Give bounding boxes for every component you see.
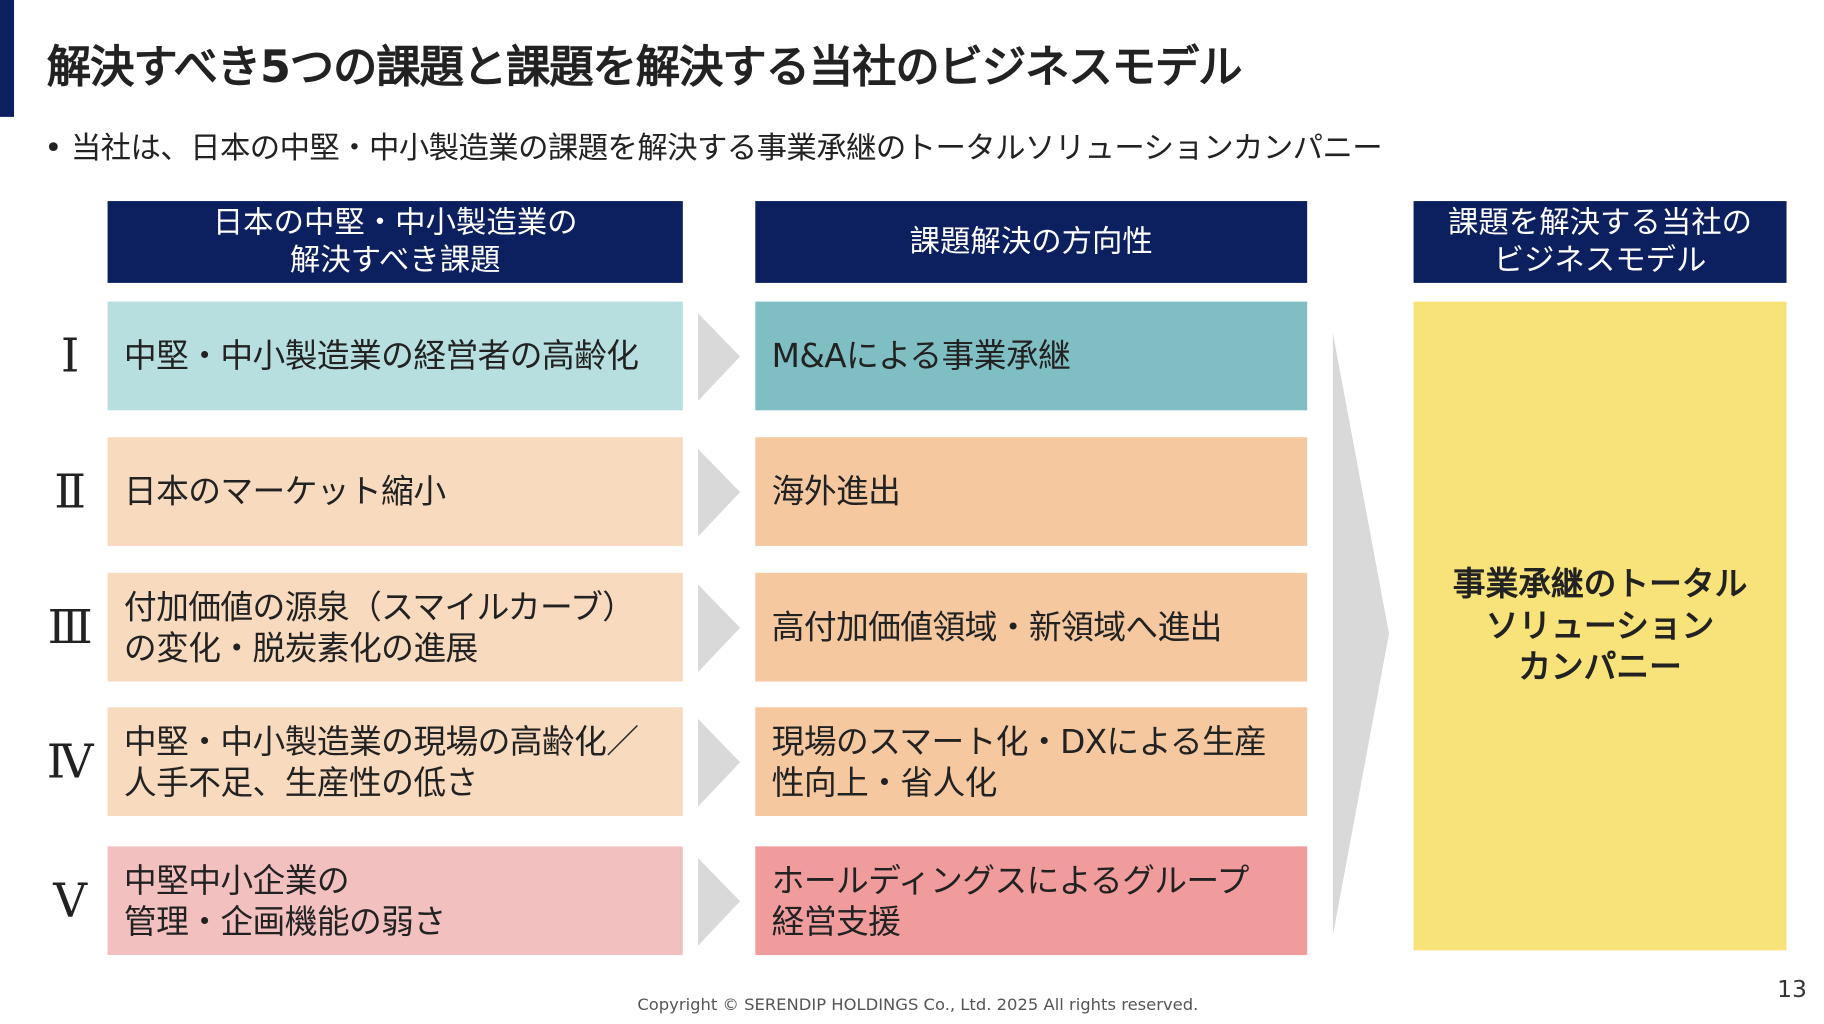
row-numeral: Ⅲ bbox=[47, 600, 93, 655]
header-direction: 課題解決の方向性 bbox=[755, 201, 1308, 283]
header-issues: 日本の中堅・中小製造業の 解決すべき課題 bbox=[107, 201, 683, 283]
issue-text: 日本のマーケット縮小 bbox=[123, 472, 446, 511]
title-accent-bar bbox=[0, 0, 15, 117]
chevron-right-icon bbox=[698, 313, 741, 401]
summary-bullet: • 当社は、日本の中堅・中小製造業の課題を解決する事業承継のトータルソリューショ… bbox=[44, 130, 1383, 166]
page-title: 解決すべき5つの課題と課題を解決する当社のビジネスモデル bbox=[46, 40, 1243, 93]
chevron-right-icon bbox=[698, 584, 741, 673]
issue-text: 中堅・中小製造業の現場の高齢化／ 人手不足、生産性の低さ bbox=[123, 721, 639, 802]
row-numeral: Ⅱ bbox=[54, 465, 87, 520]
direction-text: M&Aによる事業承継 bbox=[771, 336, 1071, 376]
chevron-right-icon bbox=[698, 718, 741, 807]
issue-box: 付加価値の源泉（スマイルカーブ） の変化・脱炭素化の進展 bbox=[107, 572, 683, 682]
issue-box: 中堅中小企業の 管理・企画機能の弱さ bbox=[107, 846, 683, 956]
direction-text: 海外進出 bbox=[771, 472, 901, 511]
issue-text: 中堅中小企業の 管理・企画機能の弱さ bbox=[123, 860, 446, 941]
row-numeral: Ⅴ bbox=[53, 874, 88, 929]
page-number: 13 bbox=[1777, 974, 1807, 1004]
solution-text: 事業承継のトータル ソリューション カンパニー bbox=[1452, 564, 1748, 687]
direction-box: ホールディングスによるグループ 経営支援 bbox=[755, 846, 1308, 956]
row-numeral: Ⅰ bbox=[60, 329, 80, 384]
row-numeral: Ⅳ bbox=[46, 735, 94, 790]
direction-box: 高付加価値領域・新領域へ進出 bbox=[755, 572, 1308, 682]
issue-text: 付加価値の源泉（スマイルカーブ） の変化・脱炭素化の進展 bbox=[123, 587, 635, 667]
direction-text: 高付加価値領域・新領域へ進出 bbox=[771, 607, 1223, 647]
summary-text: 当社は、日本の中堅・中小製造業の課題を解決する事業承継のトータルソリューションカ… bbox=[70, 130, 1383, 166]
direction-box: M&Aによる事業承継 bbox=[755, 301, 1308, 411]
issue-text: 中堅・中小製造業の経営者の高齢化 bbox=[123, 336, 639, 376]
issue-box: 中堅・中小製造業の現場の高齢化／ 人手不足、生産性の低さ bbox=[107, 707, 683, 816]
issue-box: 日本のマーケット縮小 bbox=[107, 437, 683, 546]
chevron-right-icon bbox=[698, 858, 741, 946]
copyright: Copyright © SERENDIP HOLDINGS Co., Ltd. … bbox=[637, 995, 1199, 1015]
header-model: 課題を解決する当社の ビジネスモデル bbox=[1413, 201, 1787, 283]
big-arrow-icon bbox=[1332, 333, 1390, 936]
chevron-right-icon bbox=[698, 448, 741, 537]
direction-text: 現場のスマート化・DXによる生産 性向上・省人化 bbox=[771, 721, 1267, 802]
issue-box: 中堅・中小製造業の経営者の高齢化 bbox=[107, 301, 683, 411]
direction-box: 現場のスマート化・DXによる生産 性向上・省人化 bbox=[755, 707, 1308, 816]
direction-text: ホールディングスによるグループ 経営支援 bbox=[771, 860, 1250, 941]
direction-box: 海外進出 bbox=[755, 437, 1308, 546]
solution-box: 事業承継のトータル ソリューション カンパニー bbox=[1413, 301, 1787, 951]
